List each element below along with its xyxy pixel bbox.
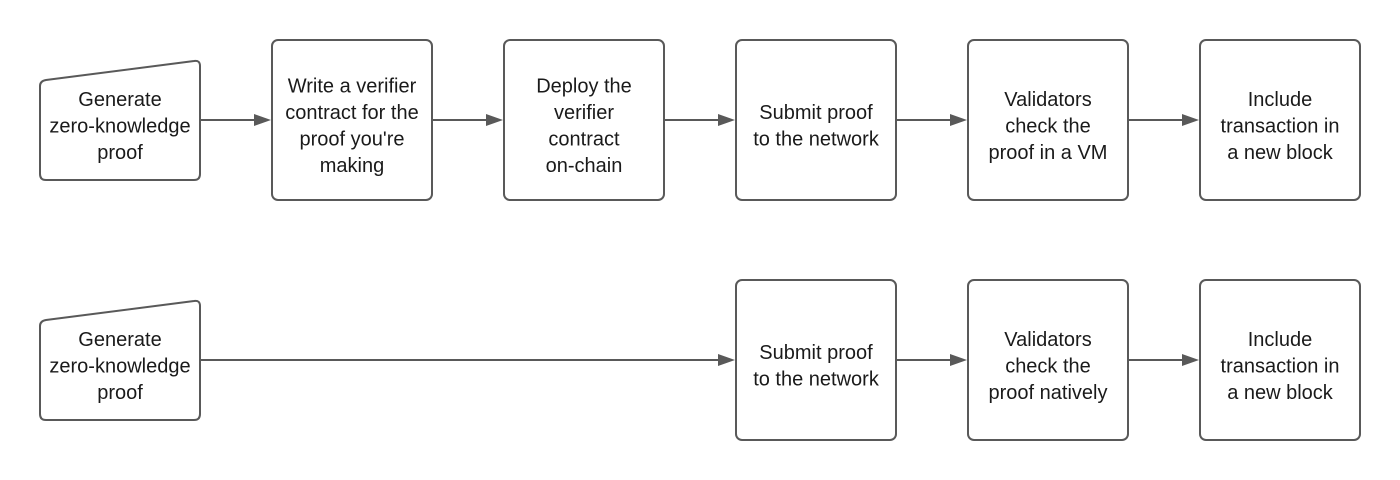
manual-input-shape: [39, 299, 201, 421]
node-label-line: Deploy the: [536, 76, 632, 98]
node-label-line: proof in a VM: [989, 142, 1108, 164]
arrow-r2-generate-to-r2-submit: [200, 354, 735, 366]
node-label-line: zero-knowledge: [49, 355, 190, 377]
node-r1-deploy: Deploy the verifier contract on-chain: [503, 39, 665, 201]
arrow-r2-validators-to-r2-include: [1128, 354, 1199, 366]
node-label-line: Validators: [1004, 89, 1091, 111]
node-label-line: verifier: [554, 102, 614, 124]
node-label-line: proof: [97, 382, 143, 404]
process-box: [503, 39, 665, 201]
arrowhead: [950, 114, 967, 126]
arrowhead: [486, 114, 503, 126]
process-box: [967, 39, 1129, 201]
node-r1-submit: Submit proof to the network: [735, 39, 897, 201]
arrowhead: [1182, 114, 1199, 126]
manual-input-shape: [39, 59, 201, 181]
node-label-line: proof: [97, 142, 143, 164]
node-label-line: check the: [1005, 355, 1091, 377]
flow-row-2: Generate zero-knowledge proof Submit proof t…: [39, 279, 1361, 441]
node-r2-submit: Submit proof to the network: [735, 279, 897, 441]
node-label-line: making: [320, 155, 384, 177]
node-label-line: Include: [1248, 329, 1313, 351]
process-box: [967, 279, 1129, 441]
node-label-line: Submit proof: [759, 342, 873, 364]
node-label-line: Write a verifier: [288, 76, 417, 98]
arrow-r1-deploy-to-r1-submit: [664, 114, 735, 126]
node-label-line: transaction in: [1221, 115, 1340, 137]
arrowhead: [1182, 354, 1199, 366]
node-label-line: proof you're: [300, 129, 405, 151]
process-box: [1199, 279, 1361, 441]
node-label-line: contract for the: [285, 102, 418, 124]
node-r2-include: Include transaction in a new block: [1199, 279, 1361, 441]
node-r1-include: Include transaction in a new block: [1199, 39, 1361, 201]
node-label-line: Submit proof: [759, 102, 873, 124]
node-label-line: transaction in: [1221, 355, 1340, 377]
process-box: [735, 39, 897, 201]
node-label-line: contract: [548, 129, 620, 151]
node-r1-generate: Generate zero-knowledge proof: [39, 59, 201, 181]
node-label-line: on-chain: [546, 155, 623, 177]
arrow-r1-write-verifier-to-r1-deploy: [432, 114, 503, 126]
process-box: [271, 39, 433, 201]
arrowhead: [718, 354, 735, 366]
node-label-line: Generate: [78, 89, 161, 111]
process-box: [1199, 39, 1361, 201]
node-label-line: to the network: [753, 369, 880, 391]
arrow-r2-submit-to-r2-validators: [896, 354, 967, 366]
node-label-line: Include: [1248, 89, 1313, 111]
arrowhead: [950, 354, 967, 366]
arrow-r1-validators-to-r1-include: [1128, 114, 1199, 126]
node-r2-generate: Generate zero-knowledge proof: [39, 299, 201, 421]
node-label-line: Validators: [1004, 329, 1091, 351]
process-box: [735, 279, 897, 441]
node-label-line: Generate: [78, 329, 161, 351]
node-label-line: proof natively: [989, 382, 1108, 404]
node-r2-validators: Validators check the proof natively: [967, 279, 1129, 441]
node-label-line: a new block: [1227, 142, 1334, 164]
arrowhead: [254, 114, 271, 126]
flow-row-1: Generate zero-knowledge proof Write a verif…: [39, 39, 1361, 201]
node-label-line: to the network: [753, 129, 880, 151]
arrowhead: [718, 114, 735, 126]
arrow-r1-generate-to-r1-write-verifier: [200, 114, 271, 126]
node-label-line: a new block: [1227, 382, 1334, 404]
node-label-line: check the: [1005, 115, 1091, 137]
arrow-r1-submit-to-r1-validators: [896, 114, 967, 126]
node-label-line: zero-knowledge: [49, 115, 190, 137]
node-r1-write-verifier: Write a verifier contract for the proof yo…: [271, 39, 433, 201]
node-r1-validators: Validators check the proof in a VM: [967, 39, 1129, 201]
